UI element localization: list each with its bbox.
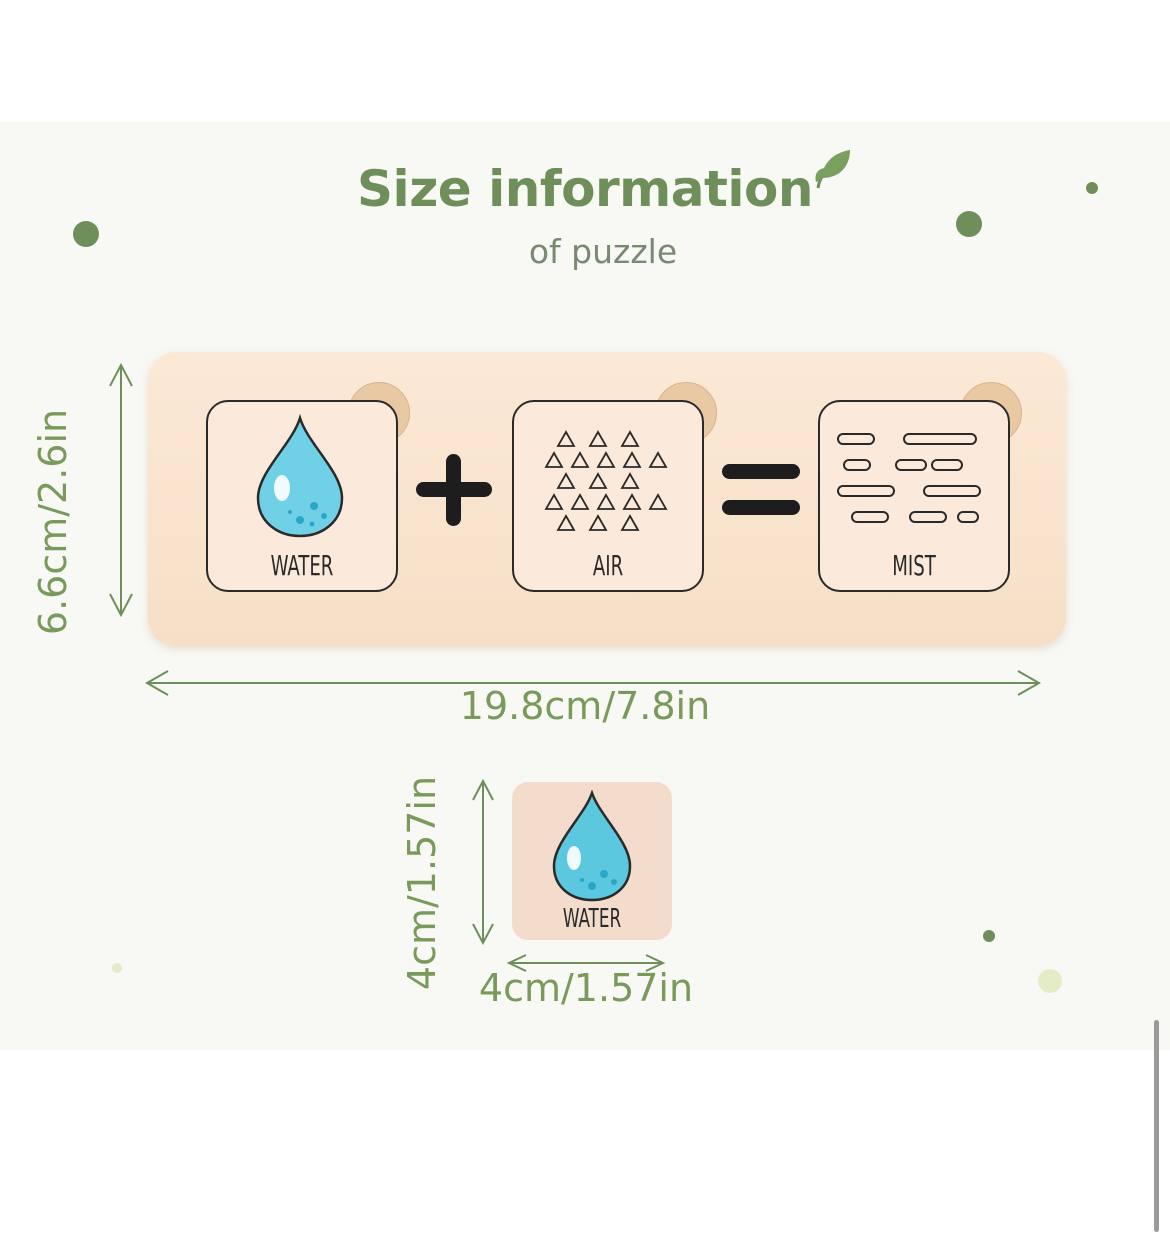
air-triangle — [556, 472, 576, 489]
air-triangle — [570, 451, 590, 468]
decor-dot — [983, 930, 995, 942]
piece-height-label: 4cm/1.57in — [400, 775, 444, 991]
air-triangle — [588, 430, 608, 447]
page-title: Size information — [357, 160, 813, 218]
puzzle-board: WATER AIR — [148, 352, 1066, 646]
piece-width-label: 4cm/1.57in — [478, 966, 694, 1010]
air-triangle — [620, 430, 640, 447]
air-triangle — [588, 514, 608, 531]
air-triangle — [544, 451, 564, 468]
air-triangle — [648, 451, 668, 468]
piece-label: WATER — [270, 549, 334, 582]
scrollbar-thumb[interactable] — [1154, 1020, 1159, 1232]
air-triangle — [570, 493, 590, 510]
decor-dot — [1038, 969, 1062, 993]
piece-height-arrow — [472, 778, 494, 946]
board-width-label: 19.8cm/7.8in — [459, 684, 711, 728]
piece-label: MIST — [892, 549, 936, 582]
air-triangle — [648, 493, 668, 510]
air-triangle — [596, 451, 616, 468]
air-triangle — [556, 514, 576, 531]
water-drop-icon — [552, 790, 632, 902]
decor-dot — [956, 211, 982, 237]
air-triangle — [556, 430, 576, 447]
decor-dot — [112, 963, 122, 973]
piece-label: AIR — [592, 549, 624, 582]
page-subtitle: of puzzle — [528, 232, 678, 271]
air-triangle — [622, 451, 642, 468]
air-triangle — [620, 472, 640, 489]
air-triangle — [620, 514, 640, 531]
piece-label: WATER — [562, 904, 622, 934]
air-triangle — [544, 493, 564, 510]
puzzle-piece-mist: MIST — [818, 400, 1010, 592]
air-triangle — [622, 493, 642, 510]
board-height-label: 6.6cm/2.6in — [31, 408, 75, 636]
single-puzzle-piece: WATER — [512, 782, 672, 940]
leaf-icon — [815, 150, 850, 189]
mist-dashes-icon — [837, 433, 981, 523]
puzzle-piece-air: AIR — [512, 400, 704, 592]
air-triangle — [596, 493, 616, 510]
plus-icon — [416, 454, 492, 526]
board-width-arrow — [144, 670, 1042, 696]
board-height-arrow — [109, 362, 133, 618]
air-triangles-icon — [544, 430, 668, 531]
piece-width-arrow — [506, 954, 666, 972]
decor-dot — [73, 221, 99, 247]
equals-icon — [722, 464, 800, 518]
decor-dot — [1086, 182, 1098, 194]
air-triangle — [588, 472, 608, 489]
water-drop-icon — [256, 414, 344, 538]
puzzle-piece-water: WATER — [206, 400, 398, 592]
